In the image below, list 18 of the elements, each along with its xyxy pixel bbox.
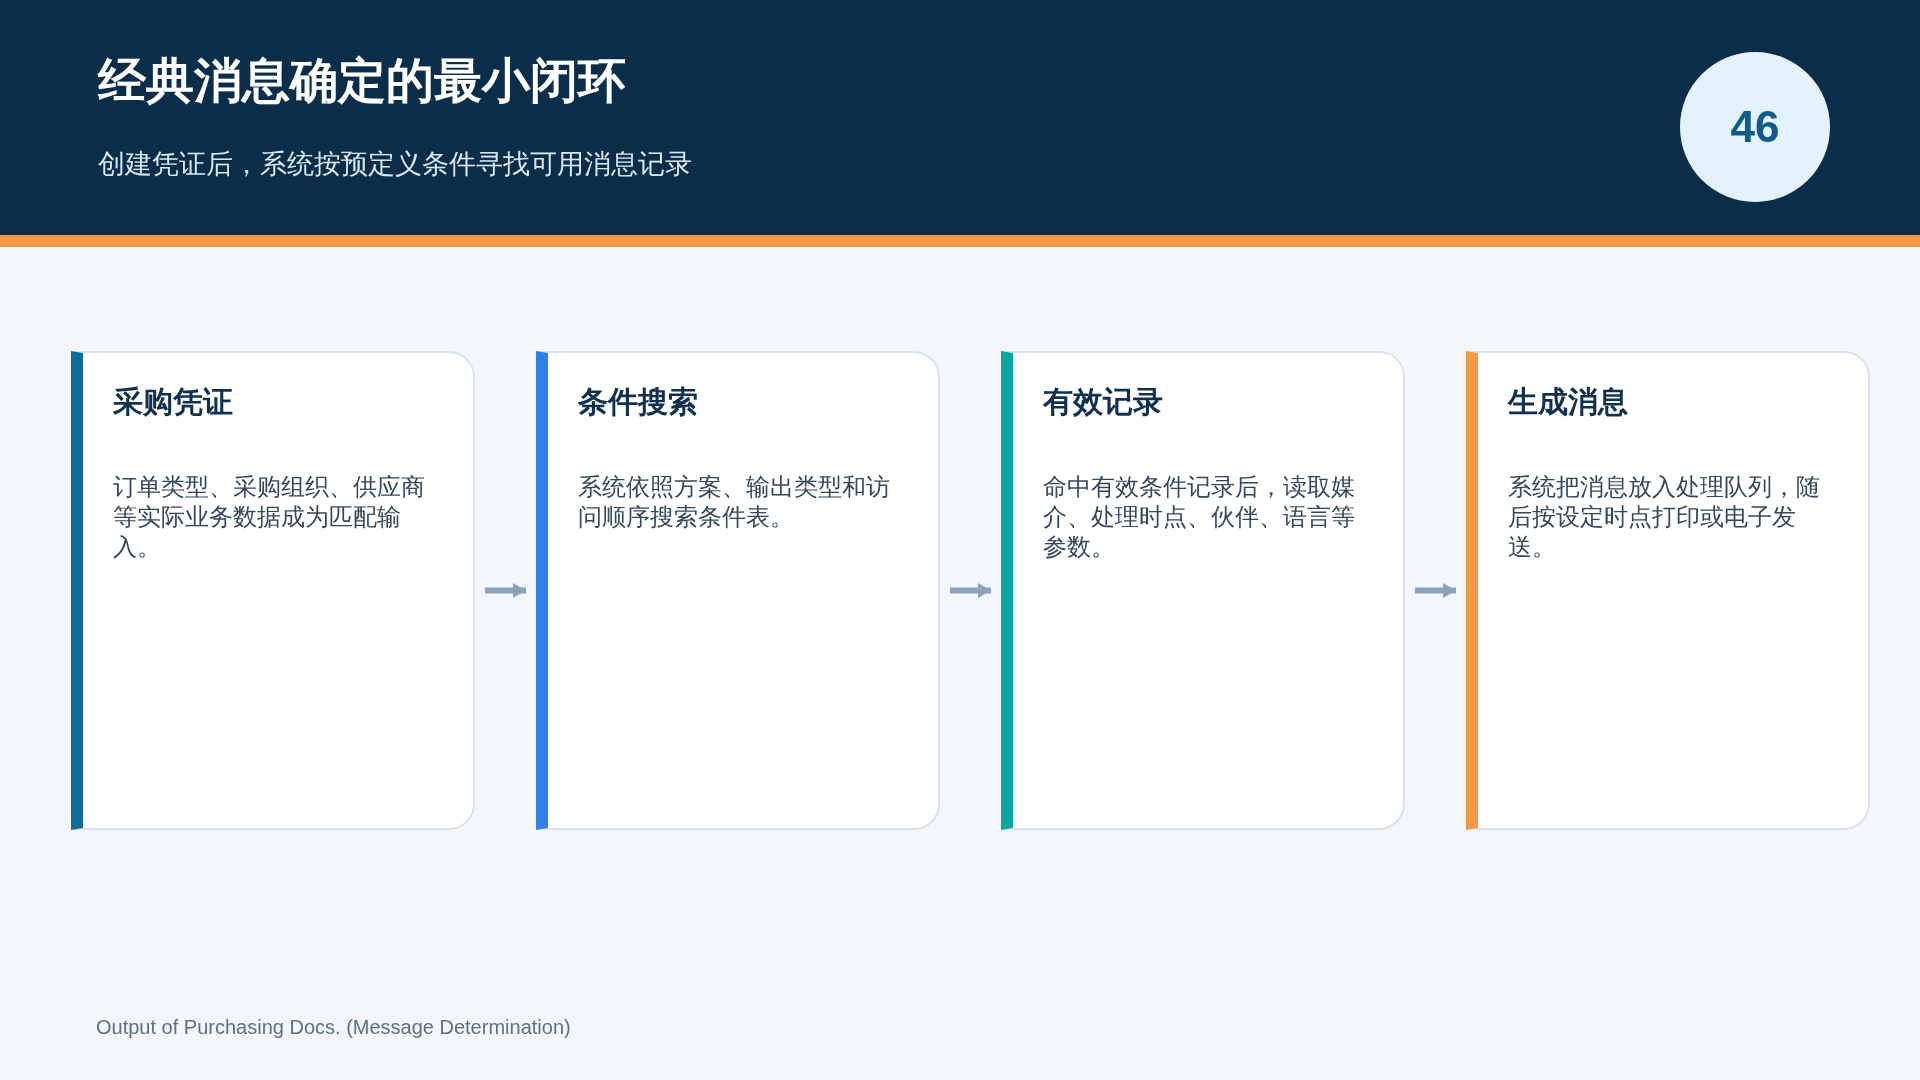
arrow — [1415, 583, 1456, 598]
card-text: 订单类型、采购组织、供应商等实际业务数据成为匹配输入。 — [113, 472, 426, 562]
process-card — [71, 351, 475, 830]
slide-title: 经典消息确定的最小闭环 — [98, 53, 626, 109]
card-text: 系统把消息放入处理队列，随后按设定时点打印或电子发送。 — [1508, 472, 1821, 562]
process-card — [1001, 351, 1405, 830]
card-title: 生成消息 — [1508, 384, 1628, 420]
process-card — [536, 351, 940, 830]
card-title: 有效记录 — [1043, 384, 1163, 420]
arrow — [485, 583, 526, 598]
process-card — [1466, 351, 1870, 830]
card-text: 命中有效条件记录后，读取媒介、处理时点、伙伴、语言等参数。 — [1043, 472, 1356, 562]
source-note: Output of Purchasing Docs. (Message Determination) — [96, 1015, 571, 1040]
card-title: 条件搜索 — [578, 384, 698, 420]
subtitle: 创建凭证后，系统按预定义条件寻找可用消息记录 — [98, 148, 692, 181]
card-text: 系统依照方案、输出类型和访问顺序搜索条件表。 — [578, 472, 891, 532]
card-title: 采购凭证 — [113, 384, 233, 420]
arrow — [950, 583, 991, 598]
